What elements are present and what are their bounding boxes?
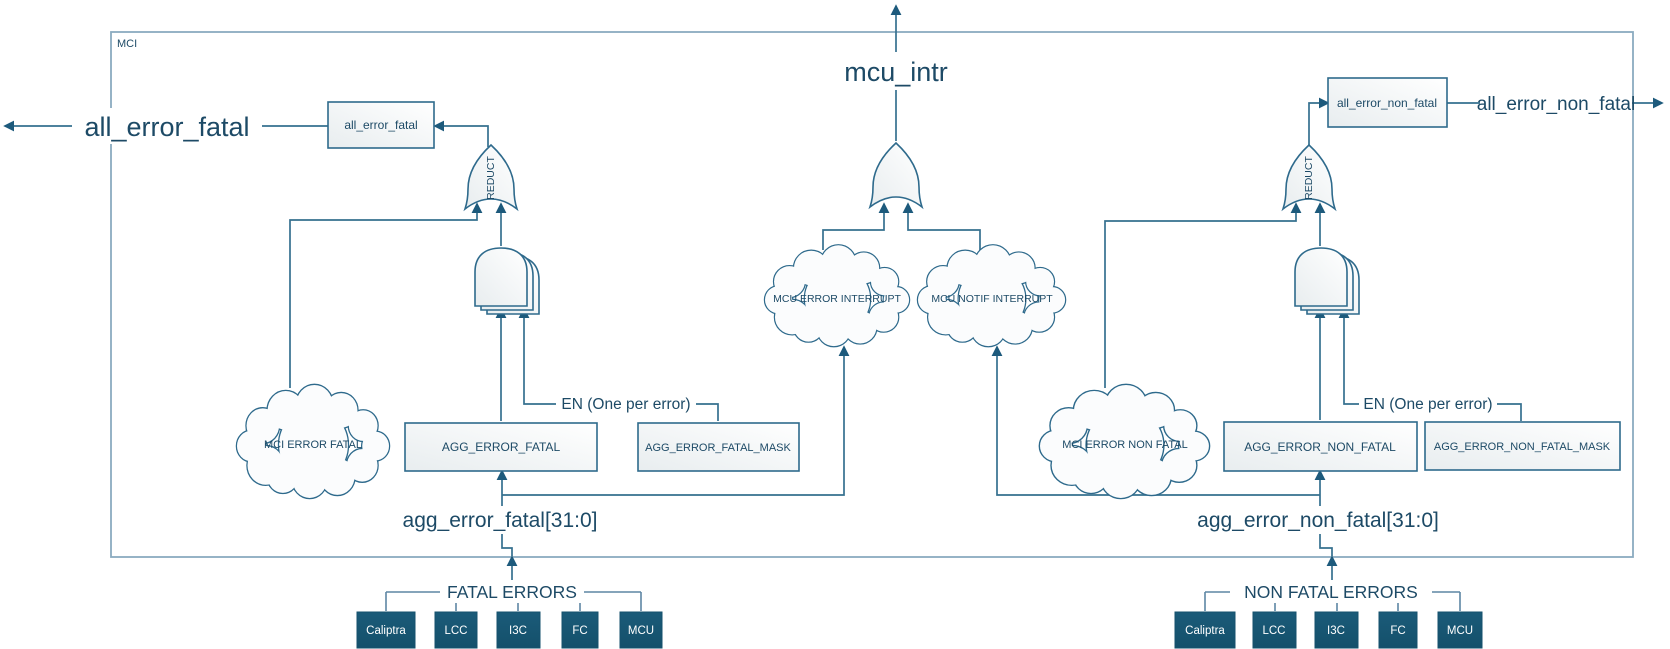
cloud-label-mcu-notif-interrupt: MCU NOTIF INTERRUPT	[931, 293, 1053, 305]
group-label-fatal-errors: FATAL ERRORS	[447, 582, 577, 602]
and-gate-array-right	[1294, 247, 1360, 315]
group-label-bg-right	[1230, 580, 1432, 603]
chip-label-i3c-fatal: I3C	[509, 625, 527, 637]
wire-en-to-mask-right	[1497, 403, 1522, 421]
wire-en-to-and-left	[518, 307, 556, 405]
reduce-gate-label-right: REDUCT	[1303, 156, 1315, 200]
group-label-bg-left	[440, 580, 584, 603]
port-label-mcu-intr: mcu_intr	[844, 57, 948, 87]
cloud-label-mci-error-fatal: MCI ERROR FATAL	[264, 439, 362, 451]
register-label-all-error-non-fatal: all_error_non_fatal	[1337, 96, 1437, 110]
chip-mcu-non-fatal	[1437, 611, 1483, 649]
boxes	[327, 77, 1621, 472]
chip-fc-non-fatal	[1378, 611, 1418, 649]
port-label-bg-left	[72, 108, 262, 144]
mcu-intr-or-gate	[869, 142, 923, 208]
group-label-non-fatal-errors: NON FATAL ERRORS	[1244, 582, 1418, 602]
chip-caliptra-non-fatal	[1174, 611, 1236, 649]
agg-error-fatal-mask-box	[637, 422, 800, 472]
chip-i3c-fatal	[496, 611, 541, 649]
wire-bus-to-error-interrupt-cloud	[502, 345, 850, 496]
chip-mcu-fatal	[619, 611, 663, 649]
port-label-all-error-non-fatal: all_error_non_fatal	[1477, 94, 1635, 115]
port-label-bg-right	[1481, 89, 1630, 117]
port-label-all-error-fatal: all_error_fatal	[84, 112, 249, 142]
chip-caliptra-fatal	[356, 611, 416, 649]
bus-label-agg-error-fatal: agg_error_fatal[31:0]	[403, 509, 598, 532]
mci-container-box	[110, 31, 1634, 558]
en-label-left: EN (One per error)	[561, 396, 690, 413]
agg-error-fatal-box	[404, 422, 598, 472]
agg-error-non-fatal-mask-box	[1424, 421, 1621, 471]
wires	[3, 4, 1664, 585]
wire-notif-cloud-to-or	[902, 202, 981, 250]
wire-cloud-to-reduce-right	[1104, 202, 1302, 388]
chip-lcc-fatal	[434, 611, 478, 649]
mci-label: MCI	[117, 38, 137, 50]
bus-label-agg-error-non-fatal: agg_error_non_fatal[31:0]	[1197, 509, 1439, 532]
chip-fc-fatal	[561, 611, 599, 649]
wire-error-cloud-to-or	[822, 202, 890, 250]
wire-cloud-to-reduce-left	[289, 202, 483, 388]
bus-label-bg-right	[1188, 506, 1448, 534]
agg-error-non-fatal-mask-label: AGG_ERROR_NON_FATAL_MASK	[1434, 441, 1611, 453]
chip-label-mcu-non-fatal: MCU	[1447, 625, 1473, 637]
en-label-right: EN (One per error)	[1363, 396, 1492, 413]
reduce-gate-label-left: REDUCT	[485, 156, 497, 200]
wire-en-to-mask-left	[696, 403, 719, 421]
all-error-non-fatal-register-box	[1327, 77, 1448, 128]
chip-label-lcc-non-fatal: LCC	[1262, 625, 1285, 637]
wire-bus-to-notif-interrupt-cloud	[991, 345, 1320, 496]
chip-label-fc-fatal: FC	[572, 625, 587, 637]
bus-label-bg-left	[394, 506, 606, 534]
agg-error-fatal-label: AGG_ERROR_FATAL	[442, 440, 561, 454]
chip-i3c-non-fatal	[1314, 611, 1359, 649]
fatal-error-sources	[356, 611, 663, 649]
chip-label-mcu-fatal: MCU	[628, 625, 654, 637]
agg-error-non-fatal-box	[1223, 421, 1418, 472]
chip-label-i3c-non-fatal: I3C	[1327, 625, 1345, 637]
wire-reduce-to-register-right	[1308, 97, 1330, 145]
chip-label-caliptra-non-fatal: Caliptra	[1185, 625, 1225, 637]
chip-label-fc-non-fatal: FC	[1390, 625, 1405, 637]
mcu-intr-label-bg	[840, 52, 952, 90]
gates	[464, 142, 1360, 315]
wire-reduce-to-register	[433, 120, 489, 147]
chip-label-lcc-fatal: LCC	[444, 625, 467, 637]
and-gate-array-left	[474, 247, 540, 315]
register-label-all-error-fatal: all_error_fatal	[344, 118, 417, 132]
cloud-label-mci-error-non-fatal: MCI ERROR NON FATAL	[1062, 439, 1188, 451]
chip-lcc-non-fatal	[1252, 611, 1297, 649]
agg-error-non-fatal-label: AGG_ERROR_NON_FATAL	[1244, 440, 1396, 454]
agg-error-fatal-mask-label: AGG_ERROR_FATAL_MASK	[645, 442, 791, 454]
non-fatal-error-sources	[1174, 611, 1483, 649]
chip-label-caliptra-fatal: Caliptra	[366, 625, 406, 637]
cloud-label-mcu-error-interrupt: MCU ERROR INTERRUPT	[773, 293, 901, 305]
all-error-fatal-register-box	[327, 101, 435, 149]
wire-en-to-and-right	[1338, 307, 1359, 405]
